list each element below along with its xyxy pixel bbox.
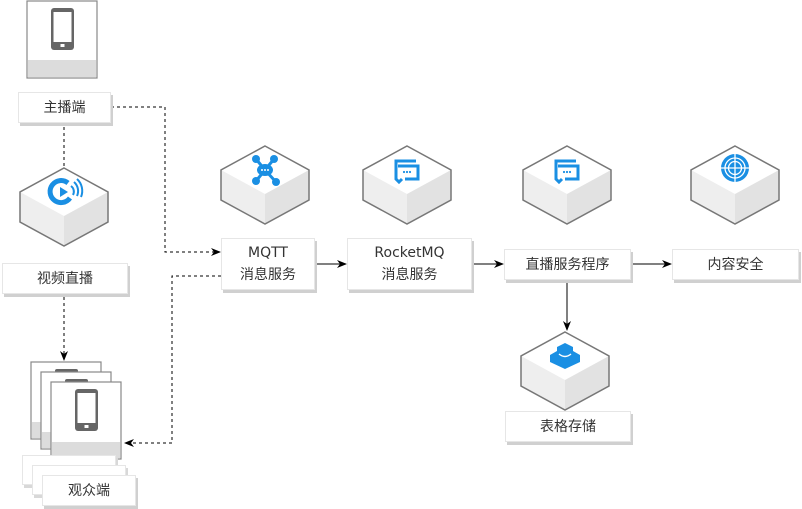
node-label-audience-text: 观众端: [68, 482, 110, 499]
cube-right-face: [565, 356, 609, 410]
cube-right-face: [407, 170, 451, 224]
cube-table-store[interactable]: [520, 331, 610, 411]
cube-left-face: [221, 170, 265, 224]
cube-left-face: [523, 170, 567, 224]
cube-left-face: [363, 170, 407, 224]
node-label-live-service[interactable]: 直播服务程序: [504, 249, 631, 280]
message-queue-icon: [394, 159, 420, 185]
anchor-device[interactable]: [26, 0, 98, 79]
node-label-content-security[interactable]: 内容安全: [672, 249, 799, 280]
message-queue-icon: [554, 159, 580, 185]
node-label-video-live[interactable]: 视频直播: [2, 263, 128, 294]
cube-rocketmq[interactable]: [362, 145, 452, 225]
node-label-rocketmq-line2: 消息服务: [381, 267, 438, 283]
cube-right-face: [735, 170, 779, 224]
cube-right-face: [567, 170, 611, 224]
node-label-mqtt[interactable]: MQTT 消息服务: [221, 238, 315, 290]
node-label-video-live-text: 视频直播: [37, 270, 93, 287]
cube-content-security[interactable]: [690, 145, 780, 225]
cube-left-face: [20, 192, 64, 246]
node-label-mqtt-line2: 消息服务: [240, 267, 296, 283]
cube-mqtt[interactable]: [220, 145, 310, 225]
cube-outline: [220, 145, 310, 225]
cube-outline: [690, 145, 780, 225]
table-store-icon: [550, 343, 580, 369]
cube-left-face: [691, 170, 735, 224]
cube-right-face: [64, 192, 108, 246]
content-security-icon: [721, 154, 749, 182]
node-label-content-security-text: 内容安全: [707, 256, 764, 273]
cube-left-face: [521, 356, 565, 410]
edge-mqtt-to-audience: [124, 275, 221, 447]
node-label-table-store[interactable]: 表格存储: [505, 411, 631, 442]
edge-anchor-to-mqtt: [111, 106, 221, 256]
node-label-audience[interactable]: 观众端: [42, 475, 136, 506]
video-live-icon: [47, 178, 84, 206]
audience-device-stack[interactable]: [30, 361, 122, 460]
node-label-rocketmq[interactable]: RocketMQ 消息服务: [347, 238, 472, 290]
cube-video-live[interactable]: [19, 167, 109, 247]
node-label-anchor[interactable]: 主播端: [18, 92, 111, 123]
edges: [60, 106, 672, 447]
cube-outline: [362, 145, 452, 225]
mqtt-hub-icon: [252, 155, 280, 186]
cube-outline: [520, 331, 610, 411]
cube-live-service[interactable]: [522, 145, 612, 225]
cube-outline: [522, 145, 612, 225]
node-label-mqtt-line1: MQTT: [248, 245, 288, 261]
node-label-anchor-text: 主播端: [43, 99, 86, 116]
node-label-table-store-text: 表格存储: [540, 418, 596, 435]
cube-right-face: [265, 170, 309, 224]
mobile-phone-icon: [75, 389, 98, 431]
mobile-phone-icon: [51, 8, 74, 50]
node-label-rocketmq-line1: RocketMQ: [374, 245, 445, 261]
node-label-live-service-text: 直播服务程序: [525, 256, 610, 273]
cube-outline: [19, 167, 109, 247]
